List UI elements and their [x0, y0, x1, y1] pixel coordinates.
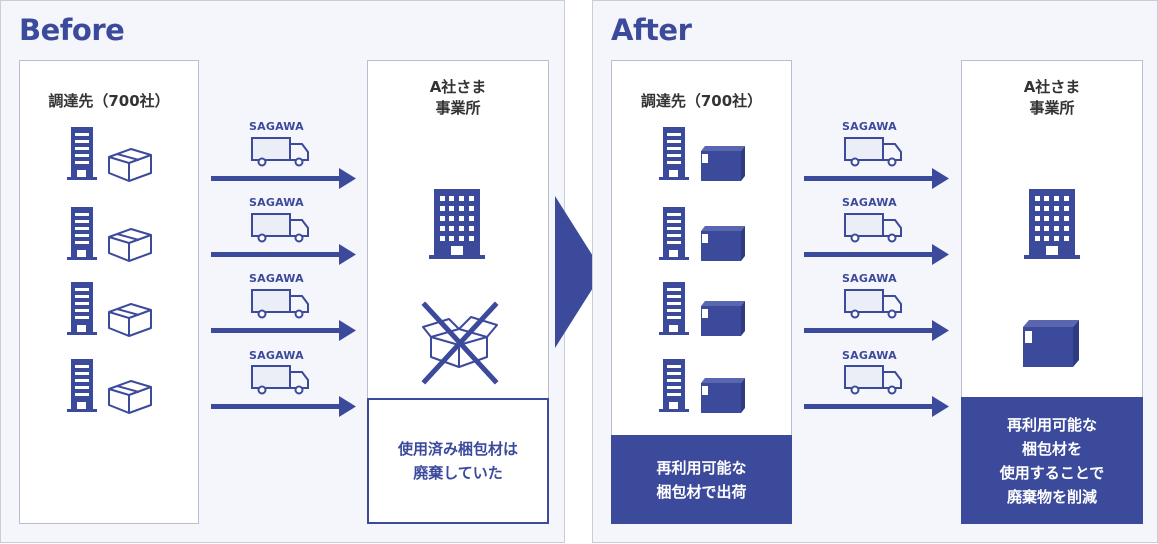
- sagawa-label: SAGAWA: [842, 349, 897, 362]
- building-icon: [67, 127, 97, 180]
- sagawa-label: SAGAWA: [249, 120, 304, 133]
- transition-chevron-icon: [555, 196, 603, 348]
- sagawa-label: SAGAWA: [842, 196, 897, 209]
- after-shipments: [804, 137, 949, 417]
- arrow-icon: [804, 244, 949, 265]
- before-note-line2: 廃棄していた: [413, 464, 503, 482]
- after-title: After: [611, 13, 692, 47]
- open-box-icon: [108, 228, 152, 262]
- building-icon: [67, 282, 97, 335]
- after-supplier-note-line2: 梱包材で出荷: [656, 482, 747, 501]
- sagawa-label: SAGAWA: [842, 272, 897, 285]
- truck-icon: [251, 137, 309, 167]
- before-discard-note: 使用済み梱包材は 廃棄していた: [367, 398, 549, 524]
- before-shipments: [211, 137, 356, 417]
- after-site-note-line2: 梱包材を: [1021, 439, 1082, 458]
- reusable-box-icon: [701, 226, 745, 261]
- after-site-note-line1: 再利用可能な: [1006, 415, 1097, 434]
- after-panel: After 調達先（700社） A社さま 事業所: [592, 0, 1158, 543]
- before-title: Before: [19, 13, 125, 47]
- before-note-line1: 使用済み梱包材は: [397, 440, 518, 458]
- arrow-icon: [211, 244, 356, 265]
- truck-icon: [251, 213, 309, 243]
- arrow-icon: [211, 396, 356, 417]
- after-supplier-label: 調達先（700社）: [640, 92, 763, 110]
- truck-icon: [844, 213, 902, 243]
- truck-icon: [251, 289, 309, 319]
- after-site-label-line2: 事業所: [1029, 99, 1075, 117]
- after-supplier-note-line1: 再利用可能な: [656, 458, 747, 477]
- arrow-icon: [211, 168, 356, 189]
- building-icon: [67, 359, 97, 412]
- truck-icon: [844, 289, 902, 319]
- discarded-box-icon: [421, 301, 499, 385]
- sagawa-label: SAGAWA: [249, 272, 304, 285]
- truck-icon: [844, 137, 902, 167]
- reusable-box-icon: [701, 146, 745, 181]
- sagawa-label: SAGAWA: [249, 349, 304, 362]
- after-site-note-line3: 使用することで: [999, 463, 1105, 482]
- site-reusable-box-icon: [1023, 320, 1079, 367]
- before-supplier-icons: [67, 127, 152, 414]
- before-supplier-label: 調達先（700社）: [48, 92, 170, 110]
- open-box-icon: [108, 148, 152, 182]
- arrow-icon: [211, 320, 356, 341]
- arrow-icon: [804, 320, 949, 341]
- sagawa-label: SAGAWA: [249, 196, 304, 209]
- after-supplier-note: 再利用可能な 梱包材で出荷: [611, 435, 792, 524]
- building-icon: [659, 127, 689, 180]
- after-office-building-icon: [1024, 189, 1080, 259]
- truck-icon: [251, 365, 309, 395]
- after-supplier-icons: [659, 127, 745, 413]
- before-office-building-icon: [429, 189, 485, 259]
- open-box-icon: [108, 303, 152, 337]
- building-icon: [67, 207, 97, 260]
- open-box-icon: [108, 380, 152, 414]
- before-site-label-line2: 事業所: [435, 99, 481, 117]
- arrow-icon: [804, 168, 949, 189]
- reusable-box-icon: [701, 301, 745, 336]
- arrow-icon: [804, 396, 949, 417]
- sagawa-label: SAGAWA: [842, 120, 897, 133]
- after-site-note-line4: 廃棄物を削減: [1006, 487, 1097, 506]
- after-site-note: 再利用可能な 梱包材を 使用することで 廃棄物を削減: [961, 397, 1143, 524]
- truck-icon: [844, 365, 902, 395]
- before-supplier-box: 調達先（700社）: [19, 60, 199, 524]
- building-icon: [659, 282, 689, 335]
- before-site-label-line1: A社さま: [429, 78, 487, 96]
- before-panel: Before 調達先（700社） A社さま 事業所: [0, 0, 565, 543]
- building-icon: [659, 359, 689, 412]
- reusable-box-icon: [701, 378, 745, 413]
- after-site-label-line1: A社さま: [1023, 78, 1081, 96]
- building-icon: [659, 207, 689, 260]
